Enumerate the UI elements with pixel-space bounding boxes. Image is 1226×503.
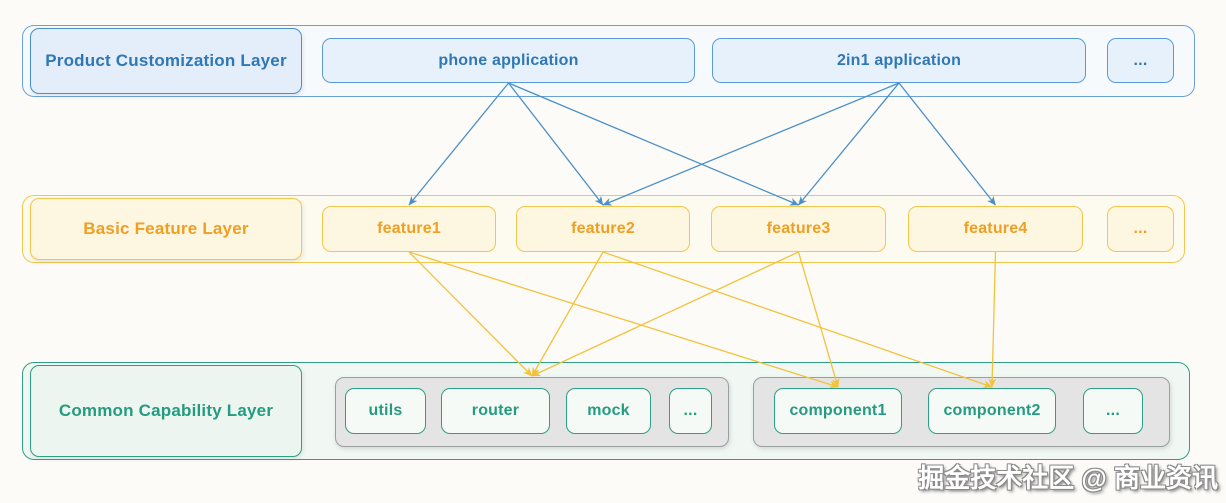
watermark-text: 掘金技术社区 @ 商业资讯 [918,463,1218,493]
feature4-node: feature4 [908,206,1083,252]
component-more-node: ... [1083,388,1143,434]
component1-node: component1 [774,388,902,434]
feature3-node: feature3 [711,206,886,252]
base-more-node: ... [669,388,712,434]
feature2-node: feature2 [516,206,690,252]
component2-node: component2 [928,388,1056,434]
mock-node: mock [566,388,651,434]
router-node: router [441,388,550,434]
feature-more-node: ... [1107,206,1174,252]
product-customization-layer-title: Product Customization Layer [30,28,302,94]
product-more-node: ... [1107,38,1174,83]
basic-feature-layer-title: Basic Feature Layer [30,198,302,260]
phone-application-node: phone application [322,38,695,83]
common-capability-layer-title: Common Capability Layer [30,365,302,457]
feature1-node: feature1 [322,206,496,252]
utils-node: utils [345,388,426,434]
2in1-application-node: 2in1 application [712,38,1086,83]
